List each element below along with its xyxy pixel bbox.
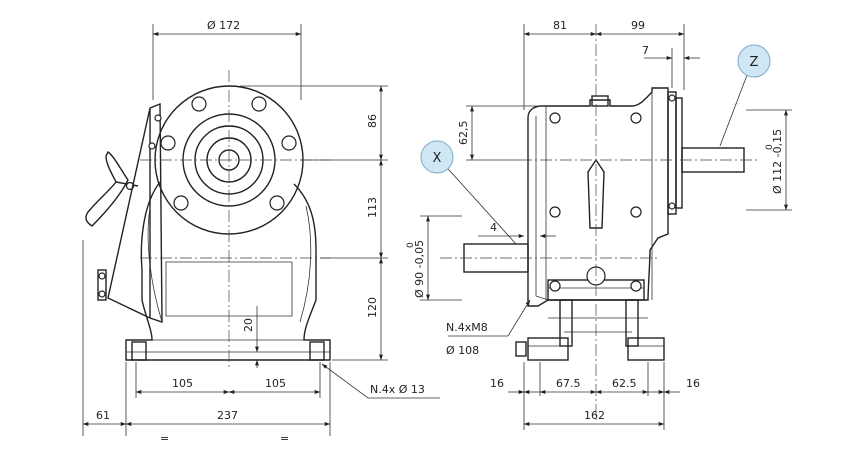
dim-105-right: 105 [265, 377, 286, 390]
dim-237: 237 [217, 409, 238, 422]
side-housing [527, 87, 669, 307]
handwheel-lever [85, 150, 139, 301]
side-view [420, 24, 792, 430]
housing-body [125, 181, 331, 361]
dim-86: 86 [366, 114, 379, 128]
dim-162: 162 [584, 409, 605, 422]
flange-bolts [160, 96, 297, 211]
dim-7: 7 [642, 44, 649, 57]
callout-z-label: Z [750, 55, 759, 70]
dim-shaft-x-upper-tol: 0 [406, 242, 416, 248]
dim-99: 99 [631, 19, 645, 32]
callout-z[interactable]: Z [737, 44, 771, 78]
equal-mark-left: = [160, 432, 169, 445]
dim-67-5: 67.5 [556, 377, 581, 390]
dim-105-left: 105 [172, 377, 193, 390]
thread-note: N.4xM8 [446, 321, 488, 334]
dim-120: 120 [366, 297, 379, 318]
dim-16-left: 16 [490, 377, 504, 390]
front-view [82, 24, 440, 436]
dim-4: 4 [490, 221, 497, 234]
dim-113: 113 [366, 197, 379, 218]
dim-shaft-z-diameter: Ø 112 -0,15 [771, 129, 784, 194]
holes-note: N.4x Ø 13 [370, 383, 425, 396]
dim-62-5-top: 62,5 [457, 121, 470, 146]
callout-x[interactable]: X [420, 140, 454, 174]
dim-61: 61 [96, 409, 110, 422]
dim-81: 81 [553, 19, 567, 32]
callout-x-label: X [433, 151, 442, 166]
side-bolts [549, 112, 642, 292]
equal-mark-right: = [280, 432, 289, 445]
dim-shaft-z-upper-tol: 0 [765, 144, 775, 150]
dim-62-5-bottom: 62.5 [612, 377, 637, 390]
dim-shaft-x-diameter: Ø 90 -0,05 [413, 240, 426, 298]
dim-20: 20 [242, 318, 255, 332]
dim-flange-diameter: Ø 172 [207, 19, 240, 32]
pcd-note: Ø 108 [446, 344, 479, 357]
dim-16-right: 16 [686, 377, 700, 390]
